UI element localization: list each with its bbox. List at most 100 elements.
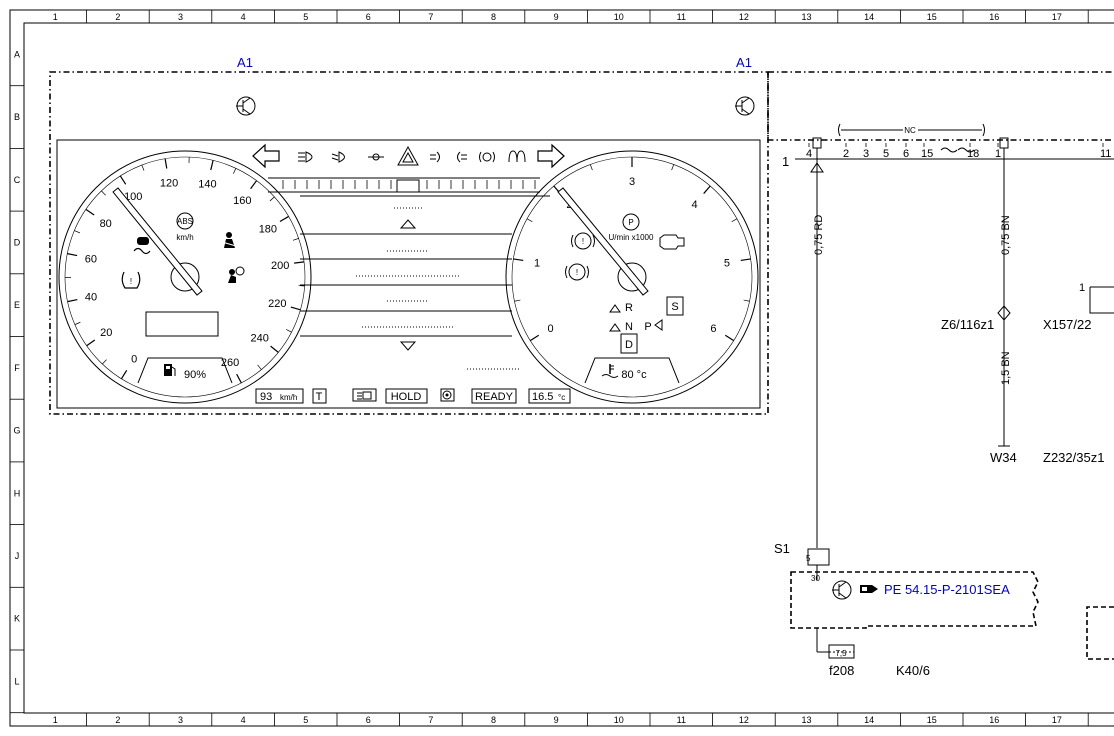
grid-row-label: G bbox=[13, 426, 20, 436]
speed-readout-unit: km/h bbox=[280, 393, 297, 402]
gauge-tick bbox=[740, 258, 751, 262]
seatbelt-icon bbox=[221, 232, 237, 248]
adjacent-component-boundary bbox=[1086, 606, 1114, 660]
grid-col-label: 14 bbox=[864, 12, 874, 22]
gauge-tick-label: 120 bbox=[160, 177, 178, 189]
outside-temp-unit: °c bbox=[558, 393, 565, 402]
gauge-tick-label: 80 bbox=[100, 218, 112, 230]
gauge-tick bbox=[731, 218, 738, 223]
low-beam-icon bbox=[331, 151, 345, 163]
gear-p: P bbox=[644, 321, 651, 333]
transistor-symbol-right bbox=[735, 96, 755, 116]
gauge-tick-label: 180 bbox=[259, 224, 277, 236]
gauge-tick bbox=[290, 306, 301, 311]
airbag-icon bbox=[228, 266, 245, 283]
grid-col-label: 4 bbox=[241, 12, 246, 22]
x157-connector bbox=[1089, 286, 1114, 314]
gauge-tick-label: 100 bbox=[124, 191, 142, 203]
connector-pin-label: 1 bbox=[995, 148, 1001, 160]
wire-bn: 0,75 BN 1,5 BN bbox=[997, 160, 1012, 447]
grid-col-label: 16 bbox=[989, 12, 999, 22]
gauge-tick-label: 4 bbox=[691, 199, 697, 211]
gauge-tick-label: 0 bbox=[131, 353, 137, 365]
gear-s: S bbox=[671, 301, 678, 313]
reference-link[interactable]: PE 54.15-P-2101SEA bbox=[884, 582, 1010, 597]
grid-col-label: 2 bbox=[115, 12, 120, 22]
inner-frame bbox=[23, 22, 1114, 714]
connector-pin-label: 11 bbox=[1100, 148, 1111, 160]
gauge-tick bbox=[269, 196, 275, 202]
brake-warning-icon-2: ! bbox=[565, 263, 589, 281]
gauge-tick bbox=[67, 298, 78, 303]
glow-plug-icon bbox=[508, 150, 526, 163]
grid-col-label: 9 bbox=[554, 12, 559, 22]
grid-col-label: 3 bbox=[178, 715, 183, 725]
speed-readout: 93 bbox=[260, 391, 272, 403]
grid-col-label: 17 bbox=[1052, 12, 1062, 22]
grid-col-label: 14 bbox=[864, 715, 874, 725]
turn-right-arrow-icon bbox=[537, 143, 565, 169]
gauge-tick bbox=[85, 208, 95, 216]
gauge-tick bbox=[119, 175, 127, 185]
speed-readout-box bbox=[255, 388, 304, 404]
k40-pin: 30 bbox=[811, 574, 820, 583]
gauge-tick bbox=[294, 261, 305, 264]
grid-row-label: D bbox=[14, 237, 21, 247]
grid-col-label: 16 bbox=[989, 715, 999, 725]
center-scale-marker bbox=[396, 179, 420, 193]
gauge-tick bbox=[101, 190, 106, 196]
gauge-tick bbox=[74, 321, 81, 325]
coolant-gauge-frame bbox=[584, 357, 680, 384]
gear-n-arrow-icon bbox=[609, 323, 621, 332]
cruise-indicator-box bbox=[352, 388, 377, 402]
tachometer-needle bbox=[557, 187, 649, 296]
svg-text:!: ! bbox=[130, 277, 132, 286]
hold-indicator: HOLD bbox=[391, 391, 422, 403]
center-display bbox=[268, 177, 550, 370]
center-menu-lines bbox=[300, 195, 550, 370]
gauge-tick bbox=[526, 218, 533, 223]
gear-r: R bbox=[625, 302, 633, 314]
speedometer-needle bbox=[112, 187, 203, 296]
gauge-tick-label: 40 bbox=[85, 292, 97, 304]
status-bar: 93 km/h T HOLD READY 16.5 °c bbox=[255, 388, 571, 404]
gauge-tick-label: 140 bbox=[198, 179, 216, 191]
grid-col-label: 15 bbox=[927, 715, 937, 725]
front-fog-icon bbox=[430, 151, 440, 163]
grid-row-label: F bbox=[14, 363, 20, 373]
center-scale-ticks bbox=[282, 180, 536, 189]
gear-p-arrow-icon bbox=[654, 319, 663, 331]
esp-skid-icon bbox=[133, 237, 151, 255]
s1-switch: S1 5 bbox=[774, 541, 830, 566]
connector-pin-left: 1 bbox=[782, 154, 789, 169]
engine-check-icon bbox=[659, 234, 685, 250]
z232-label: Z232/35z1 bbox=[1043, 450, 1104, 465]
grid-labels: 1122334455667788991010111112121313141415… bbox=[13, 12, 1061, 725]
grid-row-label: L bbox=[14, 676, 19, 686]
gauge-tick bbox=[164, 158, 168, 169]
grid-col-label: 5 bbox=[303, 12, 308, 22]
svg-text:!: ! bbox=[576, 268, 578, 277]
k40-label: K40/6 bbox=[896, 663, 930, 678]
gauge-tick bbox=[292, 238, 299, 241]
gauge-tick-label: 1 bbox=[534, 258, 540, 270]
gear-r-arrow-icon bbox=[609, 304, 621, 313]
grid-col-label: 7 bbox=[428, 12, 433, 22]
speedometer-ticks bbox=[64, 157, 305, 384]
grid-col-label: 10 bbox=[614, 715, 624, 725]
sheet-frame bbox=[9, 9, 1114, 727]
grid-col-label: 11 bbox=[677, 12, 686, 22]
wire-rd-label: 0,75 RD bbox=[813, 215, 825, 255]
wire-bn2-label: 1,5 BN bbox=[1000, 351, 1012, 385]
grid-col-label: 8 bbox=[491, 715, 496, 725]
gauge-tick bbox=[250, 180, 258, 190]
grid-col-label: 12 bbox=[739, 12, 749, 22]
grid-row-label: C bbox=[14, 175, 21, 185]
cluster-label-left: A1 bbox=[237, 55, 253, 70]
reference-pointer-icon bbox=[860, 585, 878, 593]
grid-col-label: 6 bbox=[366, 715, 371, 725]
svg-text:P: P bbox=[628, 218, 633, 227]
grid-col-label: 2 bbox=[115, 715, 120, 725]
